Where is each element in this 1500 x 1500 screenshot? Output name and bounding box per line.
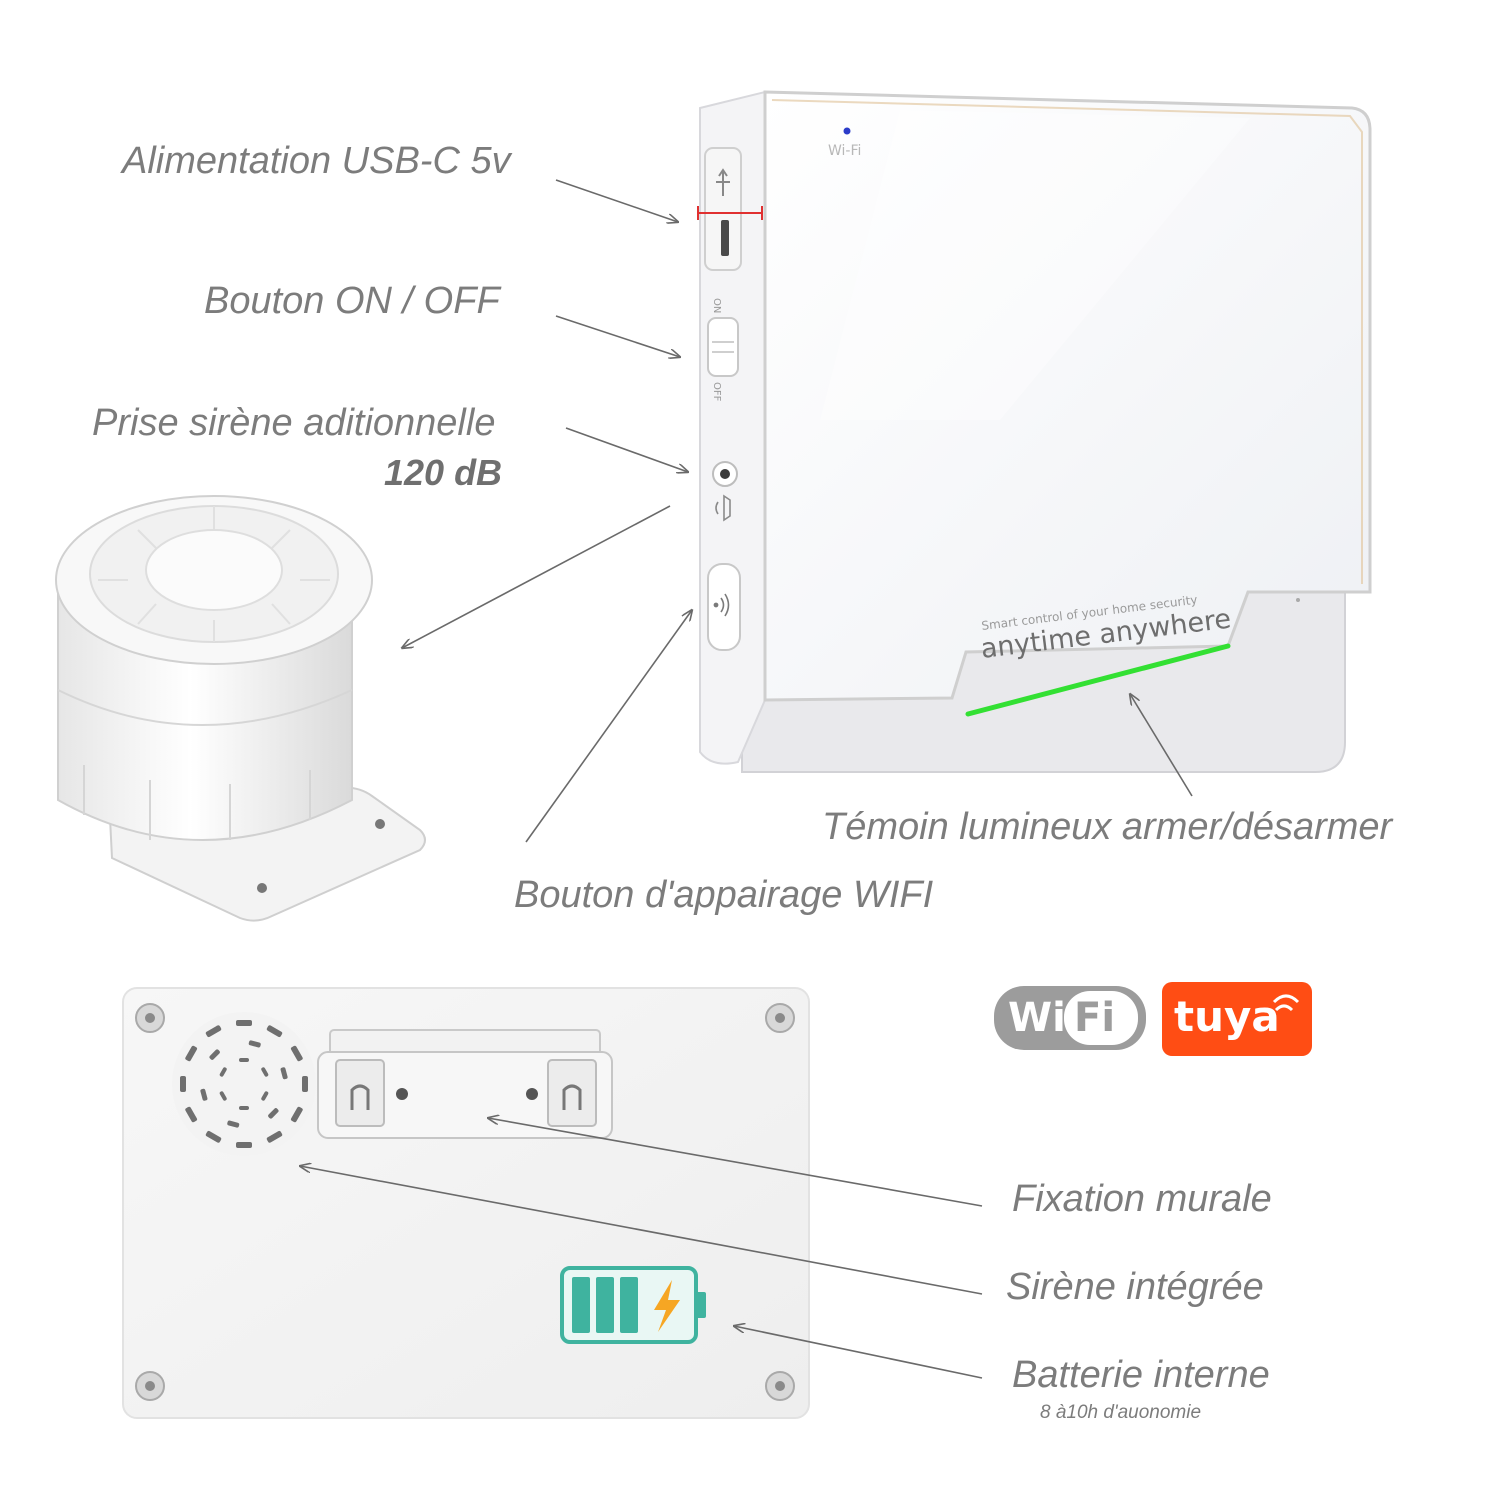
device-back-panel bbox=[122, 987, 810, 1419]
battery-icon bbox=[560, 1266, 706, 1344]
siren-jack-icon bbox=[715, 494, 731, 522]
arrow-mount bbox=[488, 1118, 983, 1207]
switch-on-text: ON bbox=[711, 298, 722, 313]
arrow-onoff bbox=[555, 315, 680, 357]
usb-icon bbox=[716, 168, 730, 196]
label-siren-jack: Prise sirène aditionnelle bbox=[92, 402, 496, 444]
wifi-mark-text: Wi-Fi bbox=[828, 143, 861, 159]
arrow-siren-builtin bbox=[300, 1166, 983, 1295]
usb-c-port bbox=[721, 220, 729, 256]
arrow-battery bbox=[734, 1326, 983, 1379]
wall-mount-bracket bbox=[317, 1029, 613, 1139]
label-usb-power: Alimentation USB-C 5v bbox=[122, 140, 511, 182]
arm-status-led-bar bbox=[965, 643, 1231, 717]
tuya-signal-icon bbox=[1272, 994, 1300, 1012]
usb-port-housing bbox=[704, 147, 742, 271]
label-on-off-button: Bouton ON / OFF bbox=[204, 280, 500, 322]
wifi-status-led bbox=[843, 127, 851, 135]
on-off-switch bbox=[707, 317, 739, 377]
tuya-logo: tuya bbox=[1162, 982, 1312, 1056]
wifi-logo-right: Fi bbox=[1074, 995, 1116, 1041]
callout-arrows bbox=[300, 179, 1193, 1379]
arrow-usb bbox=[555, 179, 678, 222]
label-siren-db: 120 dB bbox=[384, 452, 503, 493]
wifi-logo: Wi Fi bbox=[994, 986, 1146, 1050]
label-wall-mount: Fixation murale bbox=[1012, 1178, 1272, 1220]
arrow-siren-jack bbox=[565, 427, 688, 472]
tuya-logo-text: tuya bbox=[1174, 992, 1280, 1041]
wifi-logo-left: Wi bbox=[1008, 995, 1066, 1041]
speaker-grille bbox=[172, 1012, 316, 1156]
arrow-external-siren bbox=[402, 505, 671, 648]
label-internal-battery: Batterie interne bbox=[1012, 1354, 1270, 1396]
arrow-pairing bbox=[525, 610, 692, 843]
label-builtin-siren: Sirène intégrée bbox=[1006, 1266, 1264, 1308]
switch-off-text: OFF bbox=[711, 382, 722, 402]
label-arm-led: Témoin lumineux armer/désarmer bbox=[822, 806, 1393, 848]
arrow-led bbox=[1130, 694, 1193, 797]
label-battery-autonomy: 8 à10h d'auonomie bbox=[1040, 1402, 1202, 1423]
label-wifi-pairing: Bouton d'appairage WIFI bbox=[514, 874, 934, 916]
alarm-hub-device: Wi-Fi Smart control of your home securit… bbox=[697, 90, 1372, 773]
external-siren bbox=[55, 495, 426, 922]
wifi-logo-pill: Fi bbox=[1064, 991, 1138, 1045]
signal-icon bbox=[713, 593, 730, 617]
